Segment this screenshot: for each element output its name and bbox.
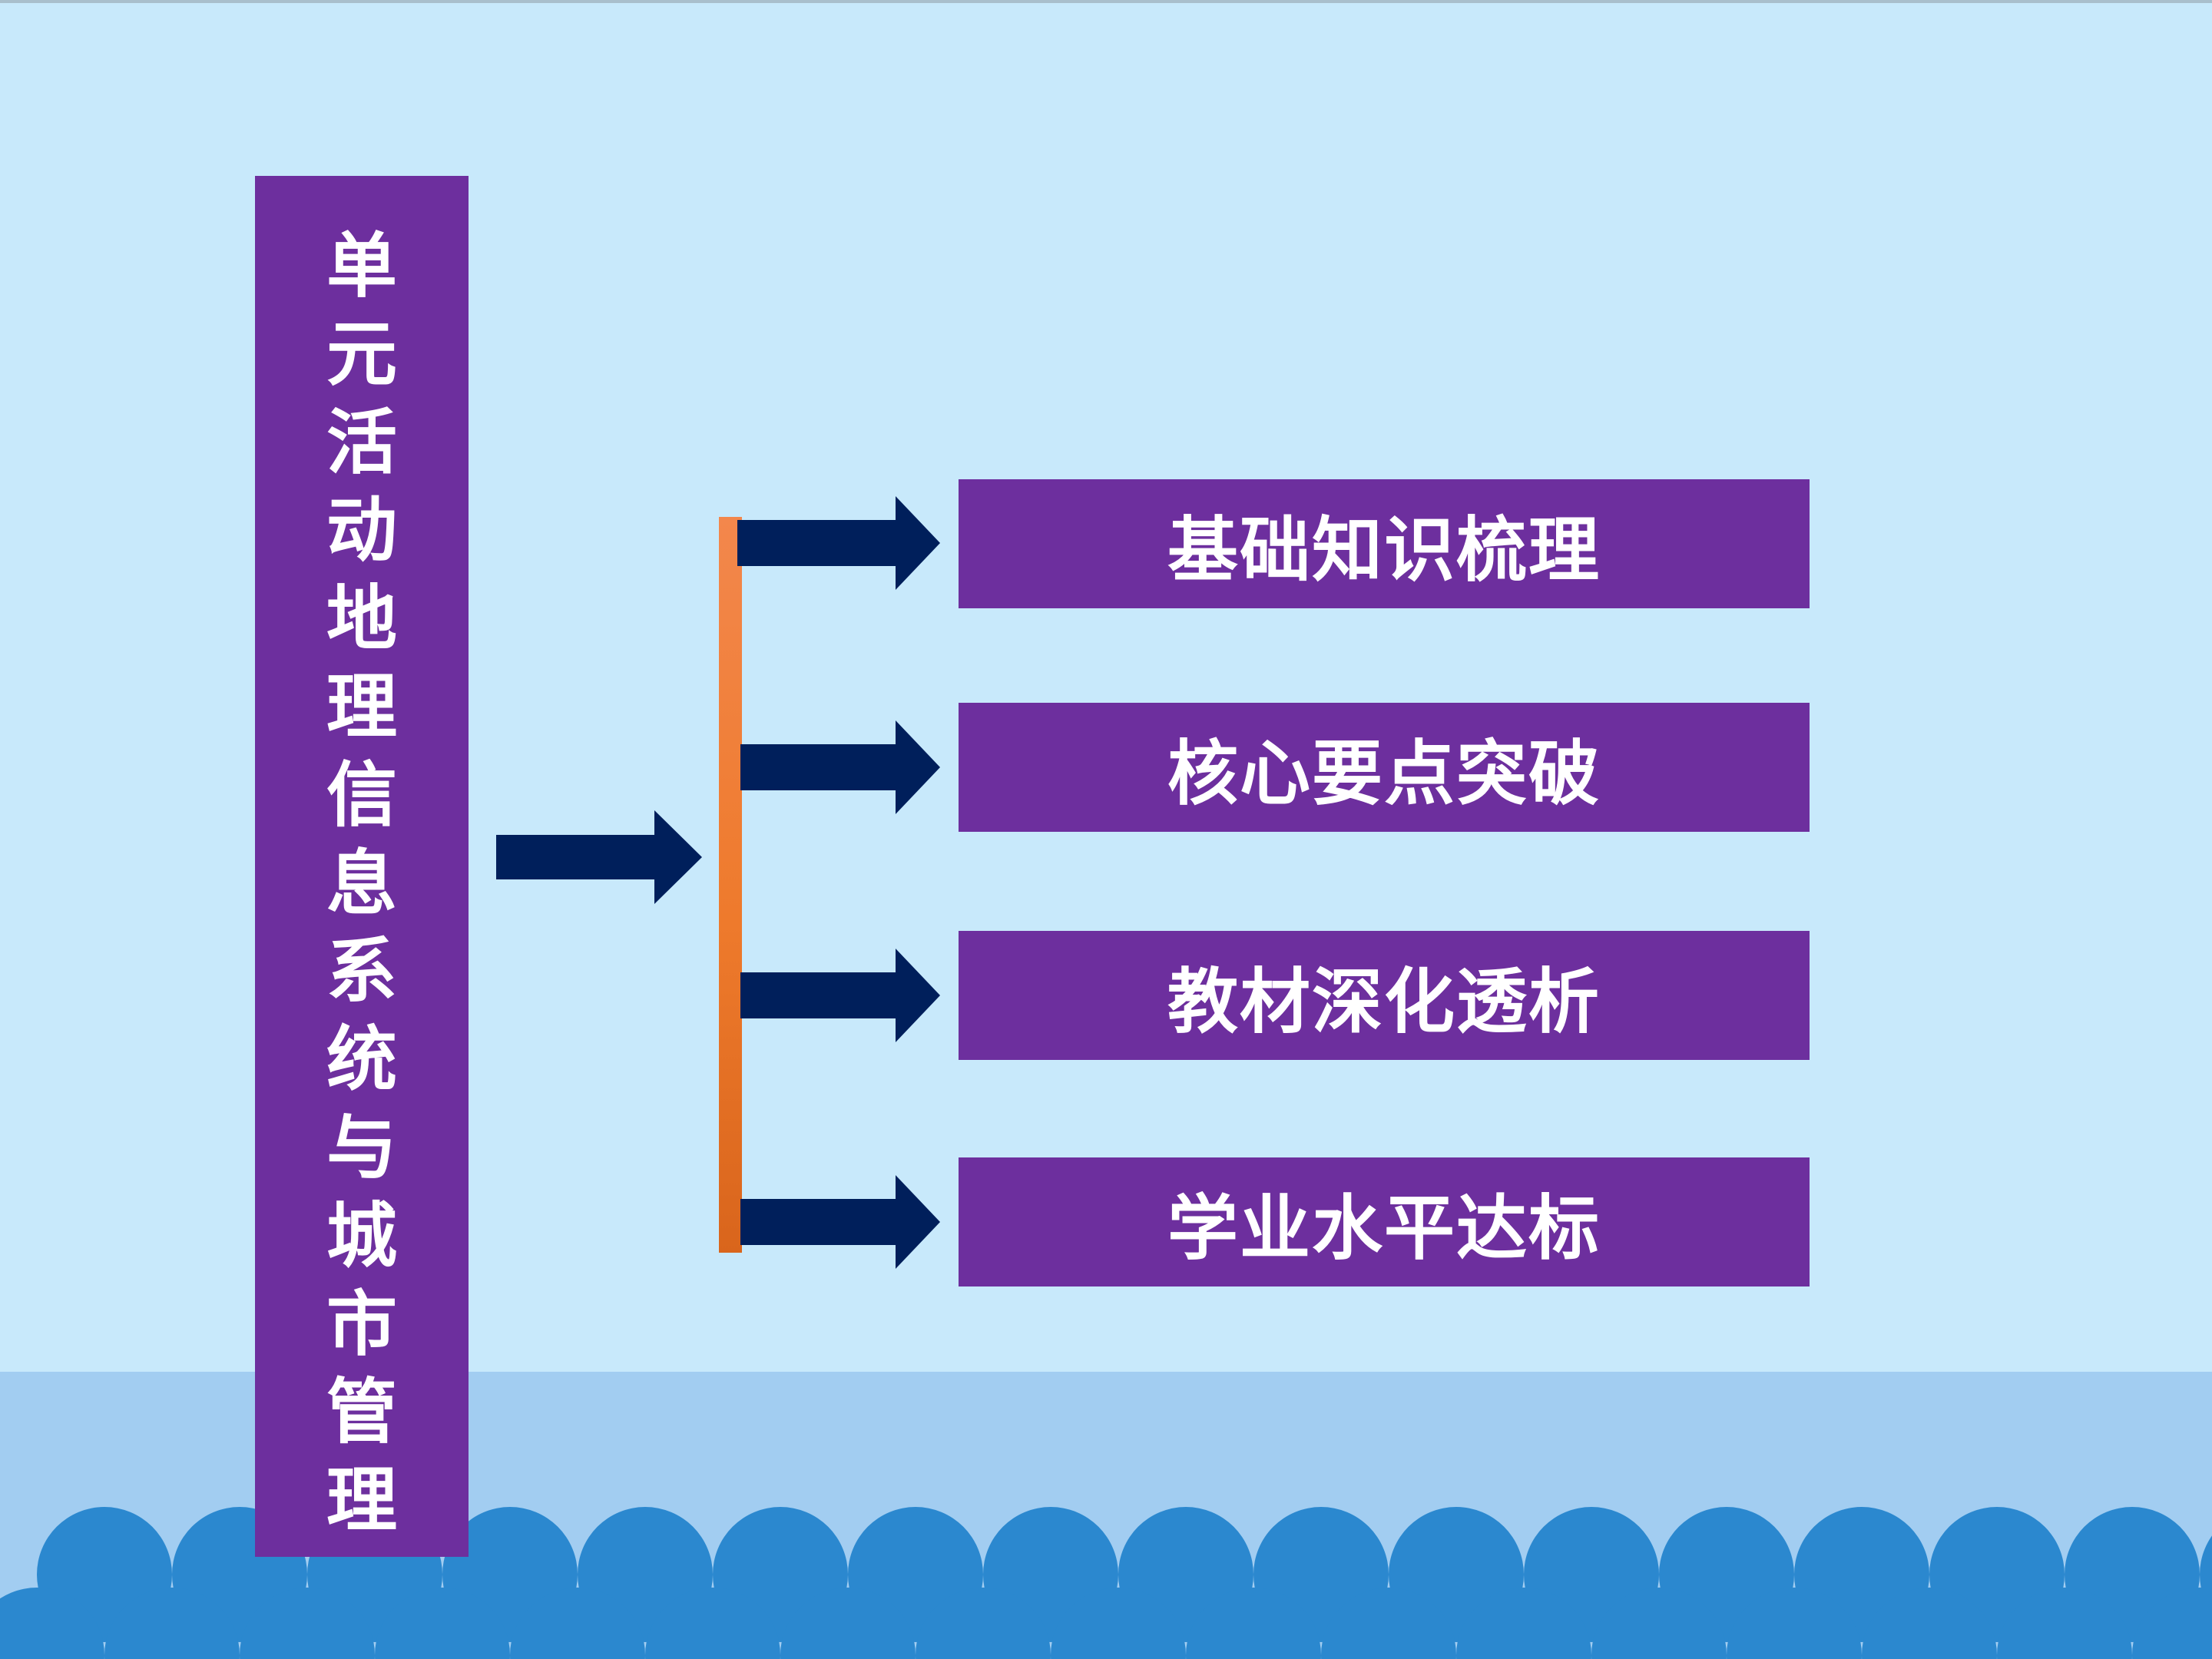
scallop: [1727, 1588, 1862, 1659]
scallop: [1862, 1588, 1997, 1659]
scallop: [1997, 1588, 2132, 1659]
scallop-decoration: [0, 1507, 2212, 1659]
branch-bracket: [719, 517, 742, 1253]
scallop: [780, 1588, 916, 1659]
branch-arrow-icon: [740, 1175, 940, 1269]
item-box-basic-knowledge[interactable]: 基础知识梳理: [959, 479, 1810, 608]
scallop: [510, 1588, 645, 1659]
item-label: 学业水平达标: [1167, 1186, 1601, 1270]
item-label: 基础知识梳理: [1167, 508, 1601, 591]
unit-title: 单 元 活 动 地 理 信 息 系 统 与 城 市 管 理: [326, 224, 397, 1542]
scallop: [645, 1588, 780, 1659]
scallop: [375, 1588, 510, 1659]
unit-title-box: 单 元 活 动 地 理 信 息 系 统 与 城 市 管 理: [255, 176, 469, 1557]
scallop: [1591, 1588, 1727, 1659]
scallop: [916, 1588, 1051, 1659]
scallop: [1051, 1588, 1186, 1659]
scallop: [240, 1588, 375, 1659]
scallop: [2132, 1588, 2212, 1659]
item-box-textbook-analysis[interactable]: 教材深化透析: [959, 931, 1810, 1060]
scallop: [1321, 1588, 1456, 1659]
branch-arrow-icon: [737, 496, 940, 590]
item-box-level-test[interactable]: 学业水平达标: [959, 1157, 1810, 1286]
item-label: 核心要点突破: [1167, 731, 1601, 815]
scallop: [1186, 1588, 1321, 1659]
branch-arrow-icon: [740, 949, 940, 1042]
item-box-key-points[interactable]: 核心要点突破: [959, 703, 1810, 832]
item-label: 教材深化透析: [1167, 959, 1601, 1043]
scallop: [1456, 1588, 1591, 1659]
scallop: [0, 1588, 104, 1659]
main-arrow-icon: [496, 810, 702, 904]
branch-arrow-icon: [740, 720, 940, 814]
scallop: [104, 1588, 240, 1659]
top-border: [0, 0, 2212, 3]
